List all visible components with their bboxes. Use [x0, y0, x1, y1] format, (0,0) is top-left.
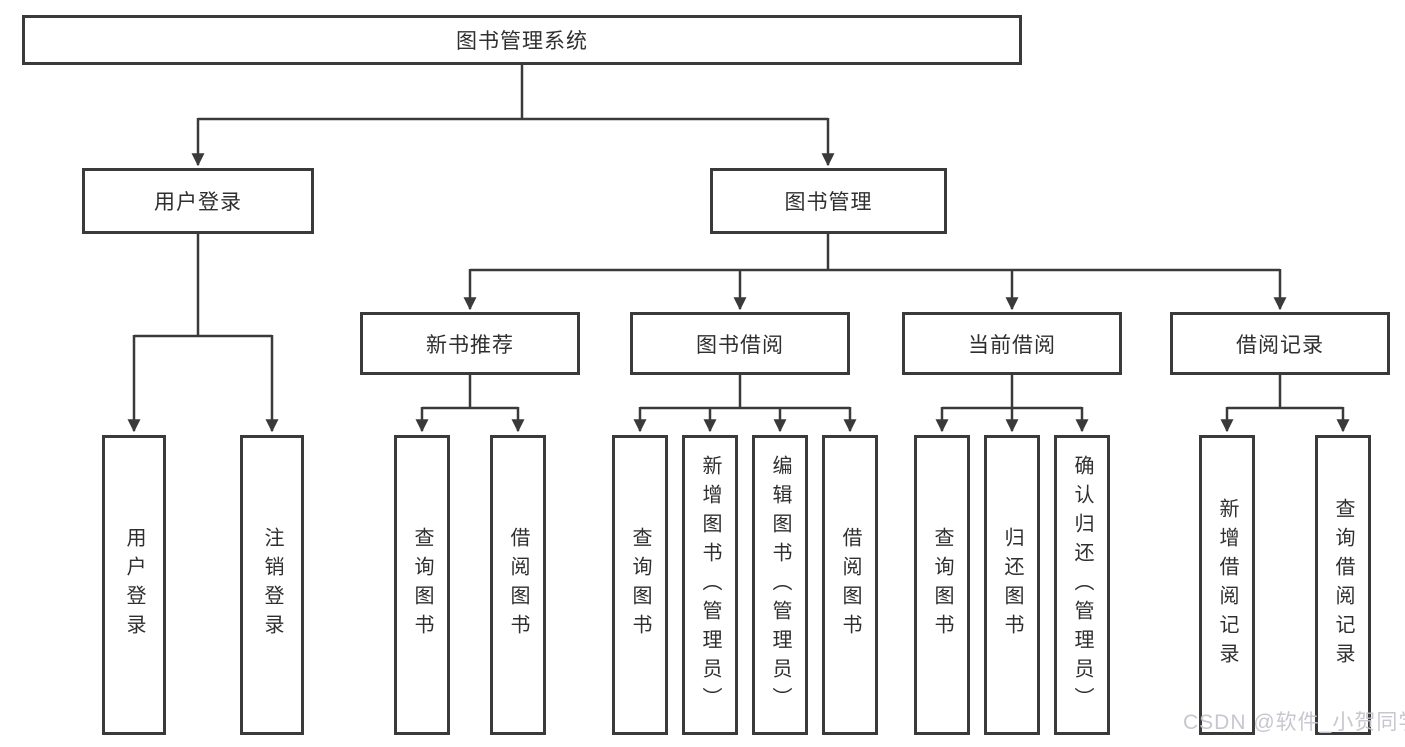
- node-current-borrowing: 当前借阅: [902, 312, 1122, 375]
- leaf-search-borrow-record: 查询借阅记录: [1315, 435, 1371, 735]
- node-book-management: 图书管理: [710, 168, 947, 234]
- node-user-login: 用户登录: [82, 168, 314, 234]
- leaf-search-books-current: 查询图书: [914, 435, 970, 735]
- leaf-add-books-admin: 新增图书（管理员）: [682, 435, 738, 735]
- leaf-borrow-books-recommend: 借阅图书: [490, 435, 546, 735]
- leaf-search-books-recommend: 查询图书: [394, 435, 450, 735]
- node-borrowing-records: 借阅记录: [1170, 312, 1390, 375]
- leaf-user-login: 用户登录: [102, 435, 166, 735]
- node-book-borrowing: 图书借阅: [630, 312, 850, 375]
- leaf-return-books: 归还图书: [984, 435, 1040, 735]
- csdn-watermark: CSDN @软件_小贺同学: [1183, 711, 1405, 734]
- leaf-search-books-borrowing: 查询图书: [612, 435, 668, 735]
- node-new-book-recommendation: 新书推荐: [360, 312, 580, 375]
- leaf-confirm-return-admin: 确认归还（管理员）: [1054, 435, 1110, 735]
- leaf-logout: 注销登录: [240, 435, 304, 735]
- leaf-edit-books-admin: 编辑图书（管理员）: [752, 435, 808, 735]
- leaf-add-borrow-record: 新增借阅记录: [1199, 435, 1255, 735]
- node-library-management-system: 图书管理系统: [22, 15, 1022, 65]
- leaf-borrow-books-borrowing: 借阅图书: [822, 435, 878, 735]
